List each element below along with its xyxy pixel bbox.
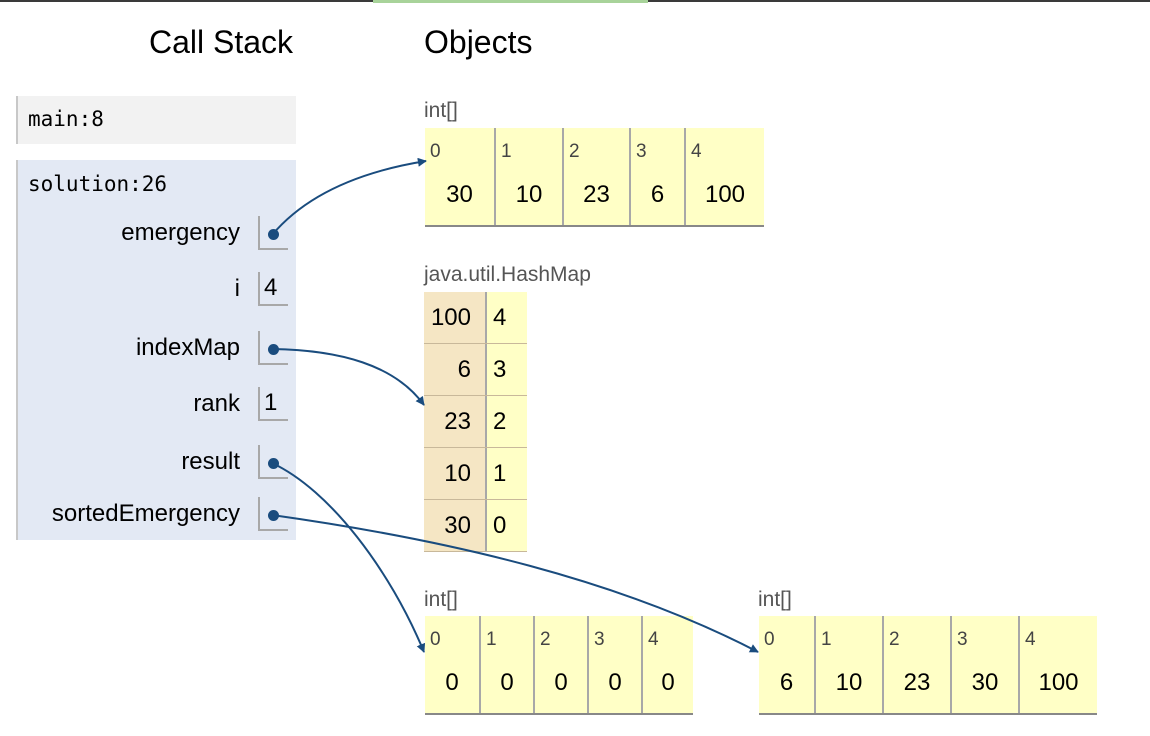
array-index: 0: [430, 629, 441, 650]
array-value: 6: [650, 181, 665, 208]
frame-name: solution:26: [28, 172, 168, 196]
hashmap-value: 1: [487, 448, 527, 499]
array-index: 4: [648, 629, 659, 650]
array-index: 3: [636, 141, 647, 162]
array-value: 0: [661, 669, 675, 696]
array-index: 1: [821, 629, 832, 650]
hashmap-key: 10: [424, 448, 487, 499]
array-index: 0: [430, 141, 441, 162]
call-stack-heading: Call Stack: [149, 24, 294, 60]
hashmap-key: 100: [424, 292, 487, 343]
array-value: 0: [445, 669, 459, 696]
object-type-label: int[]: [424, 99, 458, 122]
active-tab-indicator: [373, 0, 648, 3]
array-index: 3: [957, 629, 968, 650]
array-value: 0: [608, 669, 622, 696]
array-value: 10: [515, 181, 543, 208]
var-name-i: i: [234, 275, 240, 302]
var-value-i: 4: [258, 272, 288, 306]
hashmap-value: 4: [487, 292, 527, 343]
frame-name: main:8: [28, 107, 104, 131]
var-name-emergency: emergency: [121, 219, 240, 246]
var-value-rank: 1: [258, 387, 288, 421]
array-value: 100: [704, 181, 746, 208]
array-value: 10: [835, 669, 863, 696]
pointer-arrow-indexmap: [271, 348, 425, 406]
stack-frame-solution[interactable]: solution:26 emergency i 4 indexMap rank …: [16, 160, 296, 540]
array-index: 4: [1025, 629, 1036, 650]
array-index: 0: [764, 629, 775, 650]
hashmap-key: 23: [424, 396, 487, 447]
array-index: 2: [540, 629, 551, 650]
objects-heading: Objects: [424, 24, 533, 60]
array-value: 100: [1038, 669, 1079, 696]
array-value: 0: [500, 669, 514, 696]
object-type-label: java.util.HashMap: [424, 263, 591, 286]
array-index: 1: [486, 629, 497, 650]
array-value: 23: [903, 669, 931, 696]
var-name-rank: rank: [193, 390, 240, 417]
pointer-arrow-sortedemergency: [271, 514, 759, 653]
array-value: 6: [779, 669, 794, 696]
object-type-label: int[]: [424, 588, 458, 611]
var-name-sortedemergency: sortedEmergency: [51, 500, 240, 527]
array-value: 23: [583, 181, 610, 208]
hashmap-value: 0: [487, 500, 527, 551]
pointer-arrow-emergency: [271, 157, 427, 236]
var-name-result: result: [181, 448, 240, 475]
hashmap-value: 2: [487, 396, 527, 447]
array-value: 0: [554, 669, 568, 696]
array-value: 30: [971, 669, 999, 696]
hashmap-key: 6: [424, 344, 487, 395]
pointer-arrow-result: [271, 462, 426, 653]
array-value: 30: [446, 181, 473, 208]
array-index: 4: [691, 141, 702, 162]
array-index: 2: [569, 141, 580, 162]
hashmap-value: 3: [487, 344, 527, 395]
object-type-label: int[]: [758, 588, 792, 611]
var-name-indexmap: indexMap: [135, 334, 240, 361]
array-index: 2: [889, 629, 900, 650]
stack-frame-main[interactable]: main:8: [16, 96, 296, 144]
array-index: 1: [501, 141, 512, 162]
array-index: 3: [594, 629, 605, 650]
